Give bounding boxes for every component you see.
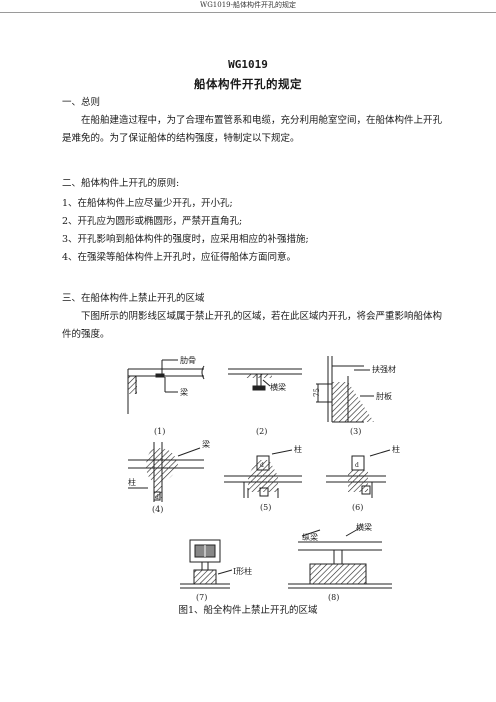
label-column-6: 柱 xyxy=(392,444,400,454)
diagram-8 xyxy=(288,527,392,589)
section-1-heading: 一、总则 xyxy=(62,97,101,108)
label-d-6: d xyxy=(355,462,359,469)
sub-label-4: (4) xyxy=(152,505,163,514)
label-beam-1: 梁 xyxy=(180,388,188,397)
section-3-heading: 三、在船体构件上禁止开孔的区域 xyxy=(62,293,205,304)
diagram-4 xyxy=(128,442,204,502)
figure-drawing: 肋骨 梁 横梁 扶强材 肘板 75 梁 柱 柱 柱 d d d I形柱 纵梁 横… xyxy=(127,355,400,602)
diagram-2 xyxy=(228,368,302,391)
diagram-7 xyxy=(180,539,233,589)
label-column-4: 柱 xyxy=(128,477,136,487)
sub-label-2: (2) xyxy=(256,427,267,436)
principle-item-1: 1、在船体构件上应尽量少开孔，开小孔; xyxy=(62,198,233,209)
sub-label-3: (3) xyxy=(350,427,361,436)
diagram-5 xyxy=(224,449,302,498)
document-title: 船体构件开孔的规定 xyxy=(194,77,302,91)
label-d-4: d xyxy=(155,494,159,501)
sub-label-5: (5) xyxy=(260,503,271,512)
figure-caption: 图1、船全构件上禁止开孔的区域 xyxy=(178,605,318,616)
figure-no-hole-zones: 肋骨 梁 横梁 扶强材 肘板 75 梁 柱 柱 柱 d d d I形柱 纵梁 横… xyxy=(120,352,420,624)
section-2-heading: 二、船体构件上开孔的原则: xyxy=(62,178,180,189)
label-i-column: I形柱 xyxy=(233,566,252,576)
running-header: WG1019-船体构件开孔的规定 xyxy=(0,0,496,13)
sub-label-1: (1) xyxy=(154,427,165,436)
principle-item-4: 4、在强梁等船体构件上开孔时，应征得船体方面同意。 xyxy=(62,252,297,263)
label-column-5: 柱 xyxy=(294,444,302,454)
section-3-body: 下图所示的阴影线区域属于禁止开孔的区域，若在此区域内开孔，将会严重影响船体构件的… xyxy=(62,311,443,340)
label-beam-4: 梁 xyxy=(202,440,210,449)
label-cross-beam-8: 横梁 xyxy=(356,522,372,532)
label-dim-75: 75 xyxy=(313,388,321,397)
label-rib: 肋骨 xyxy=(180,355,196,365)
label-d-5: d xyxy=(260,462,264,469)
label-long-beam: 纵梁 xyxy=(302,533,318,542)
label-bracket: 肘板 xyxy=(376,391,392,401)
sub-label-8: (8) xyxy=(328,593,339,602)
principle-item-2: 2、开孔应为圆形或椭圆形，严禁开直角孔; xyxy=(62,216,243,227)
document-code: WG1019 xyxy=(228,58,268,71)
section-1-body: 在船舶建造过程中，为了合理布置管系和电缆，充分利用舱室空间，在船体构件上开孔是难… xyxy=(62,115,443,144)
label-cross-beam: 横梁 xyxy=(270,382,286,392)
diagram-6 xyxy=(326,449,391,498)
sub-label-7: (7) xyxy=(196,593,207,602)
principle-item-3: 3、开孔影响到船体构件的强度时，应采用相应的补强措施; xyxy=(62,234,309,245)
diagram-1 xyxy=(127,359,205,414)
diagram-3 xyxy=(316,356,374,423)
label-stiffener: 扶强材 xyxy=(372,364,396,374)
sub-label-6: (6) xyxy=(352,503,363,512)
